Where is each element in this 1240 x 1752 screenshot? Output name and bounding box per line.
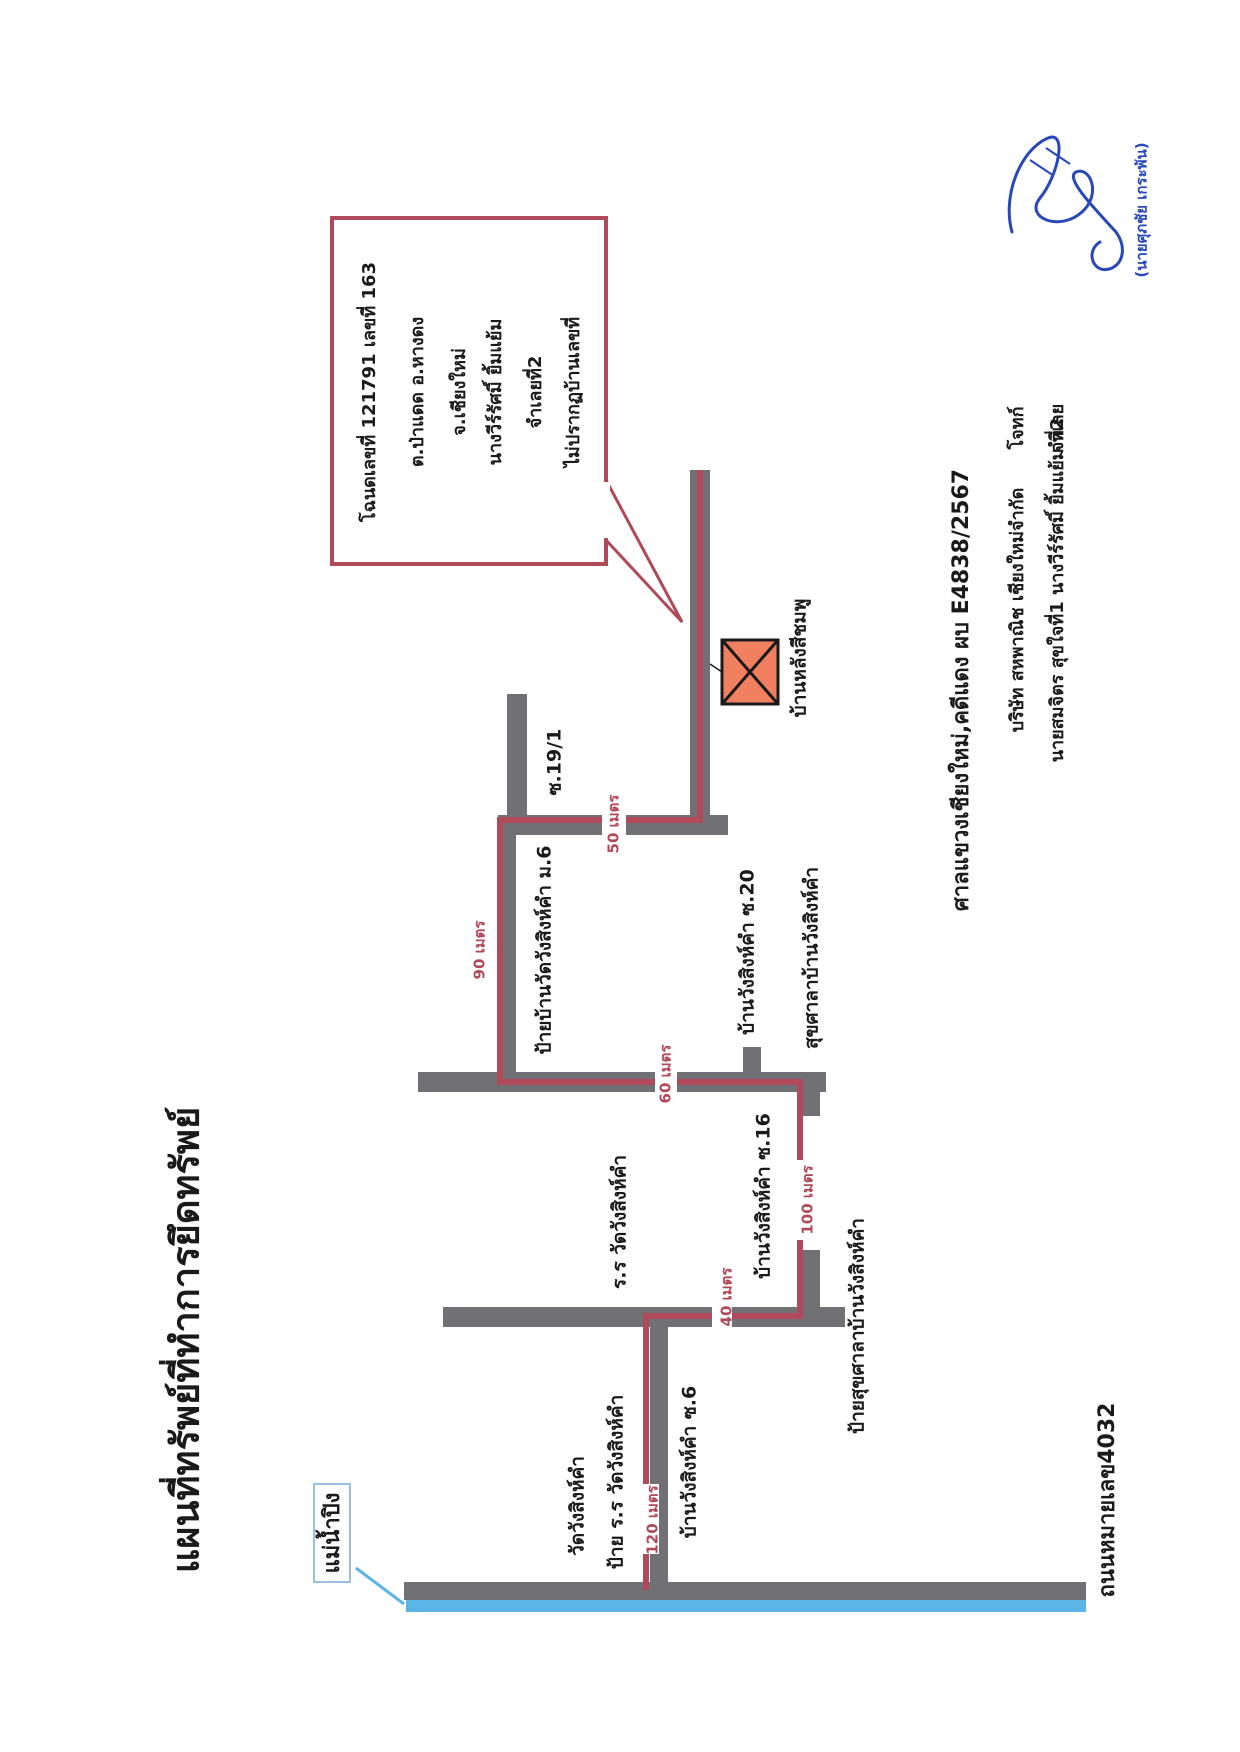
callout-line-4: นางวีร์รัศมิ์ ยิ้มแย้ม [481, 319, 506, 466]
highway-label: ถนนหมายเลข4032 [1095, 1403, 1120, 1598]
deed-callout: โฉนดเลขที่ 121791 เลขที่ 163 ต.ป่าแดด อ.… [330, 216, 684, 624]
road-health-top [802, 1072, 820, 1116]
plaintiff-line: บริษัท สหพาณิช เชียงใหม่จำกัด [1006, 488, 1028, 733]
road-soi19-1 [507, 694, 527, 822]
river-label-box [313, 1483, 351, 1583]
plaintiff-role: โจทก์ [1006, 407, 1028, 451]
label-temple: วัดวังสิงห์คำ [567, 1456, 589, 1556]
label-soi16: บ้านวังสิงห์คำ ซ.16 [753, 1113, 775, 1279]
road-soi6 [650, 1316, 668, 1598]
defendant-line: นายสมจิตร สุขใจที่1 นางวีร์รัศมิ์ ยิ้มแย… [1043, 418, 1069, 763]
river-label: แม่น้ำปิง [315, 1493, 345, 1574]
callout-line-5: จำเลยที่2 [522, 356, 546, 429]
route-path [497, 470, 803, 1590]
callout-line-1: โฉนดเลขที่ 121791 เลขที่ 163 [356, 262, 380, 523]
signature: (นายศุภชัย เกระพัน) [1007, 135, 1152, 278]
label-school: ร.ร วัดวังสิงห์คำ [609, 1155, 631, 1289]
callout-line-6: ไม่ปรากฏบ้านเลขที่ [560, 317, 584, 469]
court-case-line: ศาลแขวงเชียงใหม่,คดีแดง ผบ E4838/2567 [947, 469, 974, 911]
label-soi20: บ้านวังสิงห์คำ ซ.20 [737, 869, 759, 1035]
callout-line-2: ต.ป่าแดด อ.หางดง [407, 317, 428, 467]
label-pink-house: บ้านหลังสีชมพู [789, 599, 812, 718]
label-health-center: สุขศาลาบ้านวังสิงห์คำ [801, 867, 824, 1049]
label-soi19-1: ซ.19/1 [544, 729, 566, 796]
road-soi16-top [802, 1250, 820, 1310]
distance-90m: 90 เมตร [471, 920, 489, 980]
signature-scribble [1007, 135, 1124, 272]
label-gaps [602, 792, 814, 1554]
callout-box [330, 216, 608, 566]
label-village-sign: ป้ายบ้านวัดวังสิงห์คำ ม.6 [534, 846, 556, 1055]
callout-pointer [604, 479, 684, 624]
ping-river [406, 1598, 1086, 1612]
callout-line-3: จ.เชียงใหม่ [448, 348, 470, 436]
distance-40m: 40 เมตร [718, 1267, 736, 1327]
label-school-sign: ป้าย ร.ร วัดวังสิงห์คำ [606, 1395, 628, 1569]
highway-road [404, 1582, 1086, 1600]
distance-50m: 50 เมตร [605, 794, 623, 854]
map-title: แผนที่ทรัพย์ที่ทำการยึดทรัพย์ [159, 1107, 208, 1573]
road-soi20 [743, 1047, 761, 1075]
signature-name: (นายศุภชัย เกระพัน) [1133, 142, 1152, 277]
river-leader-line [355, 1566, 405, 1606]
house-marker [709, 638, 780, 706]
defendant-role: จำเลย [1047, 404, 1068, 452]
label-health-sign: ป้ายสุขศาลาบ้านวังสิงห์คำ [847, 1218, 870, 1434]
distance-120m: 120 เมตร [644, 1484, 662, 1554]
distance-60m: 60 เมตร [657, 1044, 675, 1104]
distance-100m: 100 เมตร [799, 1164, 817, 1234]
label-soi6: บ้านวังสิงห์คำ ซ.6 [679, 1386, 701, 1538]
